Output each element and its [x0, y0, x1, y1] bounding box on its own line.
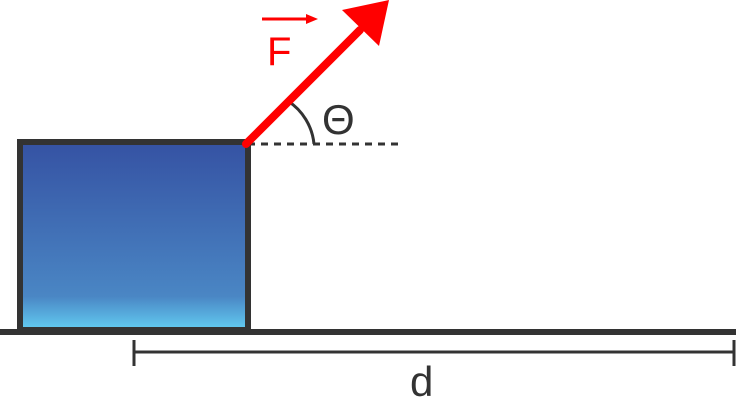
vector-arrow-icon: [262, 14, 318, 24]
force-arrow-shaft: [242, 26, 364, 148]
angle-label: Θ: [322, 96, 355, 143]
distance-label: d: [410, 358, 433, 400]
angle-arc: [287, 99, 316, 145]
force-label: F: [267, 30, 291, 74]
distance-dimension: [132, 340, 736, 366]
force-arrow: [242, 0, 389, 148]
block: [17, 139, 251, 333]
force-arrow-head: [342, 0, 389, 46]
